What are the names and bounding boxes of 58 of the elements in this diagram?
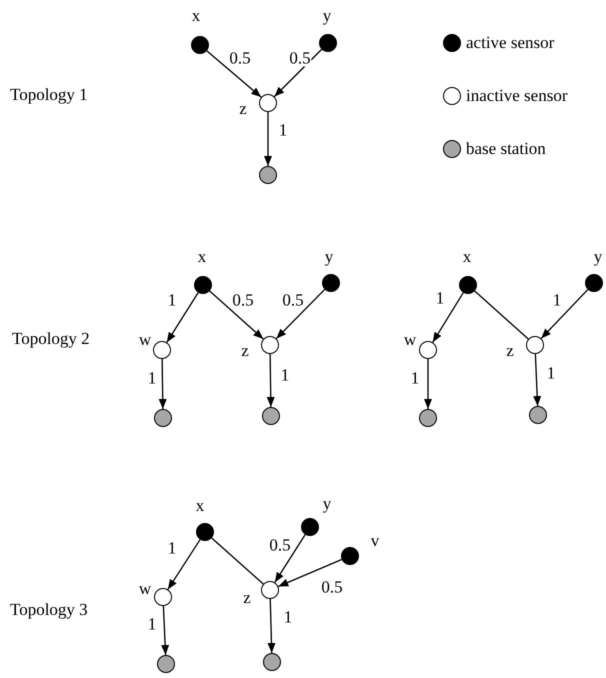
arrow	[274, 48, 322, 98]
topology-label: Topology 3	[10, 601, 88, 618]
edge-label: 1	[278, 122, 288, 138]
edge-label: 1	[434, 290, 446, 306]
topology-label: Topology 2	[12, 330, 90, 347]
link-line	[211, 538, 264, 584]
arrow	[276, 288, 326, 340]
edge-label: 0.5	[320, 578, 344, 596]
edge-label: 0.5	[288, 50, 312, 66]
node-name: x	[462, 248, 472, 265]
arrow	[533, 354, 542, 406]
node-name: y	[322, 495, 332, 512]
node-name: w	[404, 331, 416, 348]
node-name: z	[241, 342, 249, 359]
node-name: w	[138, 331, 152, 348]
arrow	[209, 290, 264, 340]
node-name: x	[196, 497, 204, 514]
edge-label: 1	[146, 370, 158, 386]
node-name: x	[198, 248, 206, 265]
arrow	[278, 558, 342, 588]
edge-label: 1	[166, 292, 178, 308]
node-name: w	[138, 580, 152, 597]
arrow	[166, 292, 199, 343]
topology-label: Topology 1	[10, 86, 88, 103]
arrow	[540, 289, 588, 339]
node-name: z	[506, 342, 514, 359]
edge-label: 1	[410, 370, 420, 386]
edge-label: 1	[552, 292, 562, 308]
arrow	[161, 606, 170, 656]
node-name: z	[239, 100, 247, 117]
link-line	[474, 290, 529, 340]
edge-label: 1	[282, 608, 294, 626]
arrow	[264, 112, 272, 166]
edge-label: 0.5	[268, 536, 292, 554]
edge-label: 1	[546, 364, 556, 382]
node-name: z	[243, 589, 251, 606]
edge-label: 0.5	[281, 292, 305, 308]
edge-label: 1	[166, 540, 178, 556]
node-name: y	[322, 7, 332, 24]
node-name: v	[370, 532, 380, 549]
edge-label: 1	[280, 366, 290, 384]
edge-label: 1	[146, 616, 158, 632]
arrow	[432, 292, 464, 343]
legend-label: base station	[466, 138, 546, 160]
edge-label: 0.5	[228, 50, 252, 66]
arrow	[158, 358, 167, 410]
arrow	[266, 354, 275, 407]
arrow	[274, 534, 306, 583]
node-name: x	[192, 7, 200, 24]
arrow	[206, 50, 262, 98]
legend-label: inactive sensor	[466, 85, 568, 108]
arrow	[167, 539, 201, 590]
node-name: y	[324, 248, 334, 265]
legend-label: active sensor	[466, 32, 554, 54]
arrow	[424, 359, 432, 409]
arrow	[267, 598, 276, 654]
node-name: y	[594, 248, 602, 265]
edge-label: 0.5	[231, 292, 255, 308]
